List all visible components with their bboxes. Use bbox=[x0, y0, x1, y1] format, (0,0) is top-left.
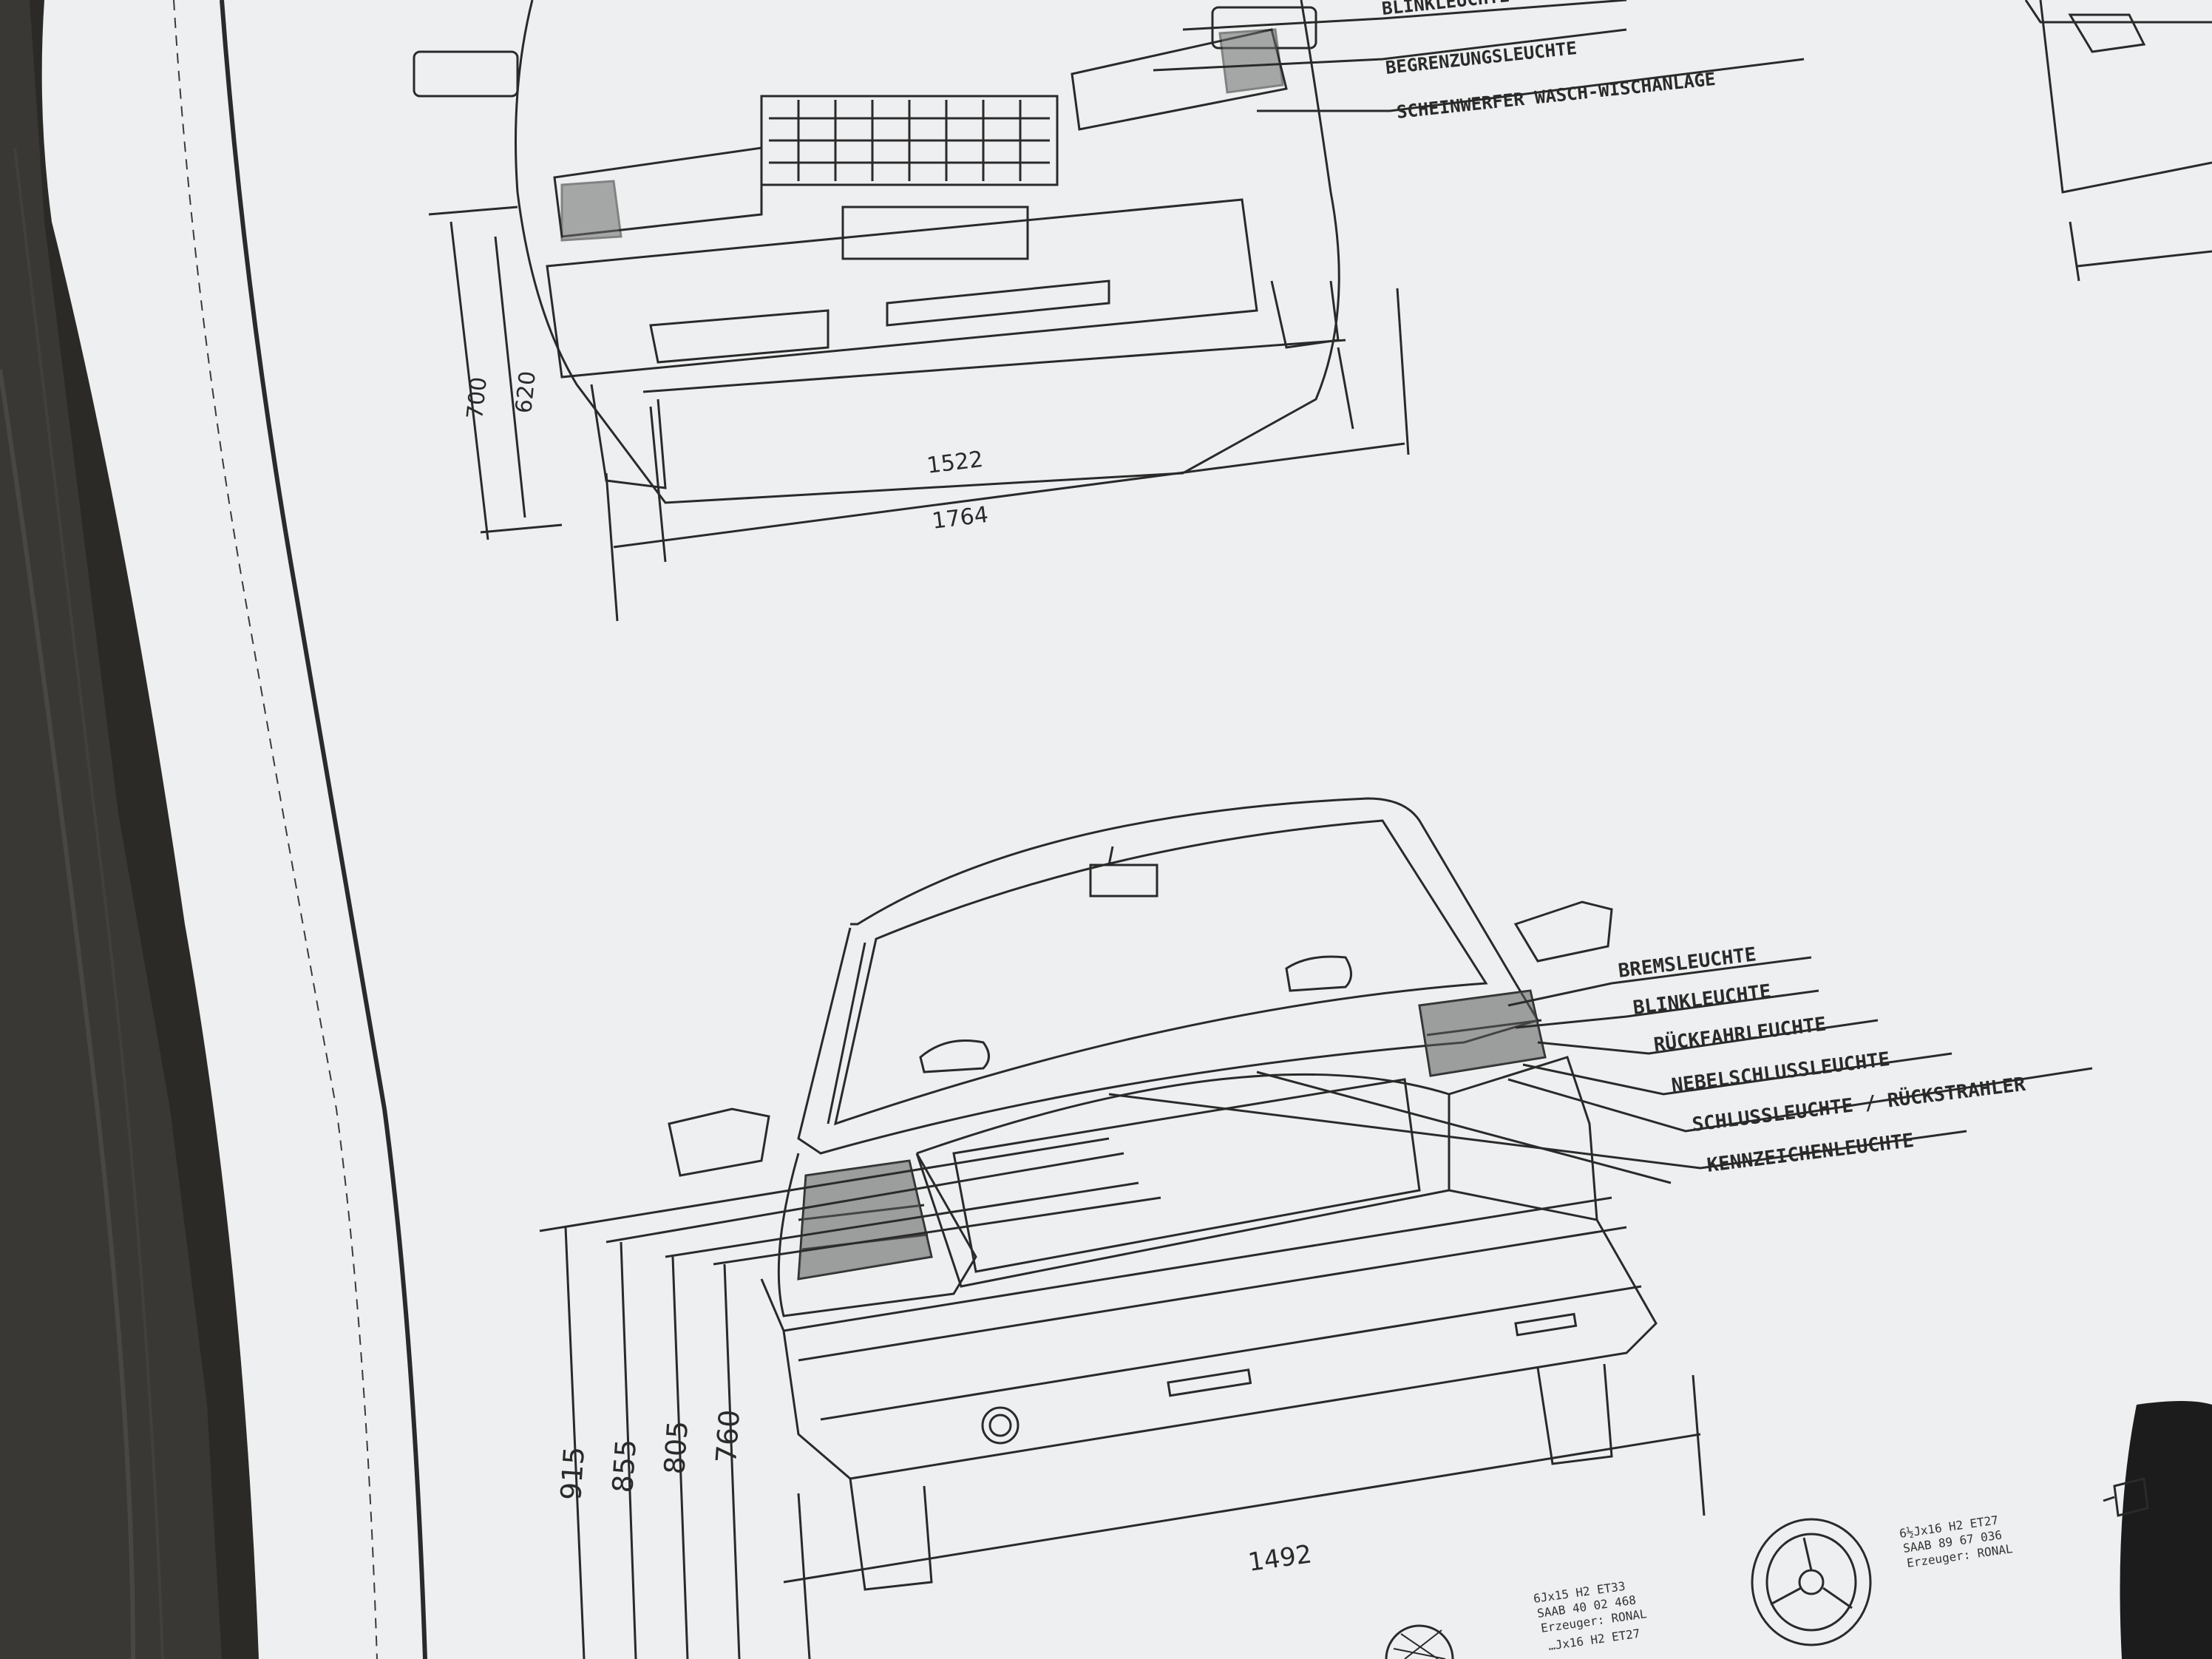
rear-view-drawing bbox=[668, 797, 1658, 1591]
wheel-drawings bbox=[1385, 1518, 1872, 1659]
rear-dim-855: 855 bbox=[606, 1438, 642, 1493]
wire-wheel-icon bbox=[1385, 1624, 1454, 1659]
rear-dim-805: 805 bbox=[658, 1419, 694, 1475]
front-callout-lines bbox=[1153, 0, 1805, 112]
front-view-drawing bbox=[413, 0, 1340, 504]
paper-sheet bbox=[41, 0, 2212, 1659]
spoke-wheel-icon bbox=[1751, 1518, 1872, 1646]
part-detail-partial bbox=[2103, 1477, 2149, 1517]
rear-view-dimensions bbox=[539, 1137, 1706, 1659]
front-dim-620: 620 bbox=[511, 370, 541, 415]
front-view-dimensions bbox=[428, 206, 1410, 622]
dark-object bbox=[2120, 1401, 2212, 1659]
rear-dim-760: 760 bbox=[710, 1408, 746, 1464]
frame-border bbox=[220, 0, 427, 1659]
side-view-partial bbox=[2024, 0, 2212, 282]
rear-taillight-hatching bbox=[798, 991, 1545, 1279]
rear-callout-lines bbox=[1108, 956, 2093, 1184]
front-dim-700: 700 bbox=[462, 376, 492, 421]
rear-dim-915: 915 bbox=[554, 1445, 591, 1501]
wood-grain-shade bbox=[0, 0, 222, 1659]
